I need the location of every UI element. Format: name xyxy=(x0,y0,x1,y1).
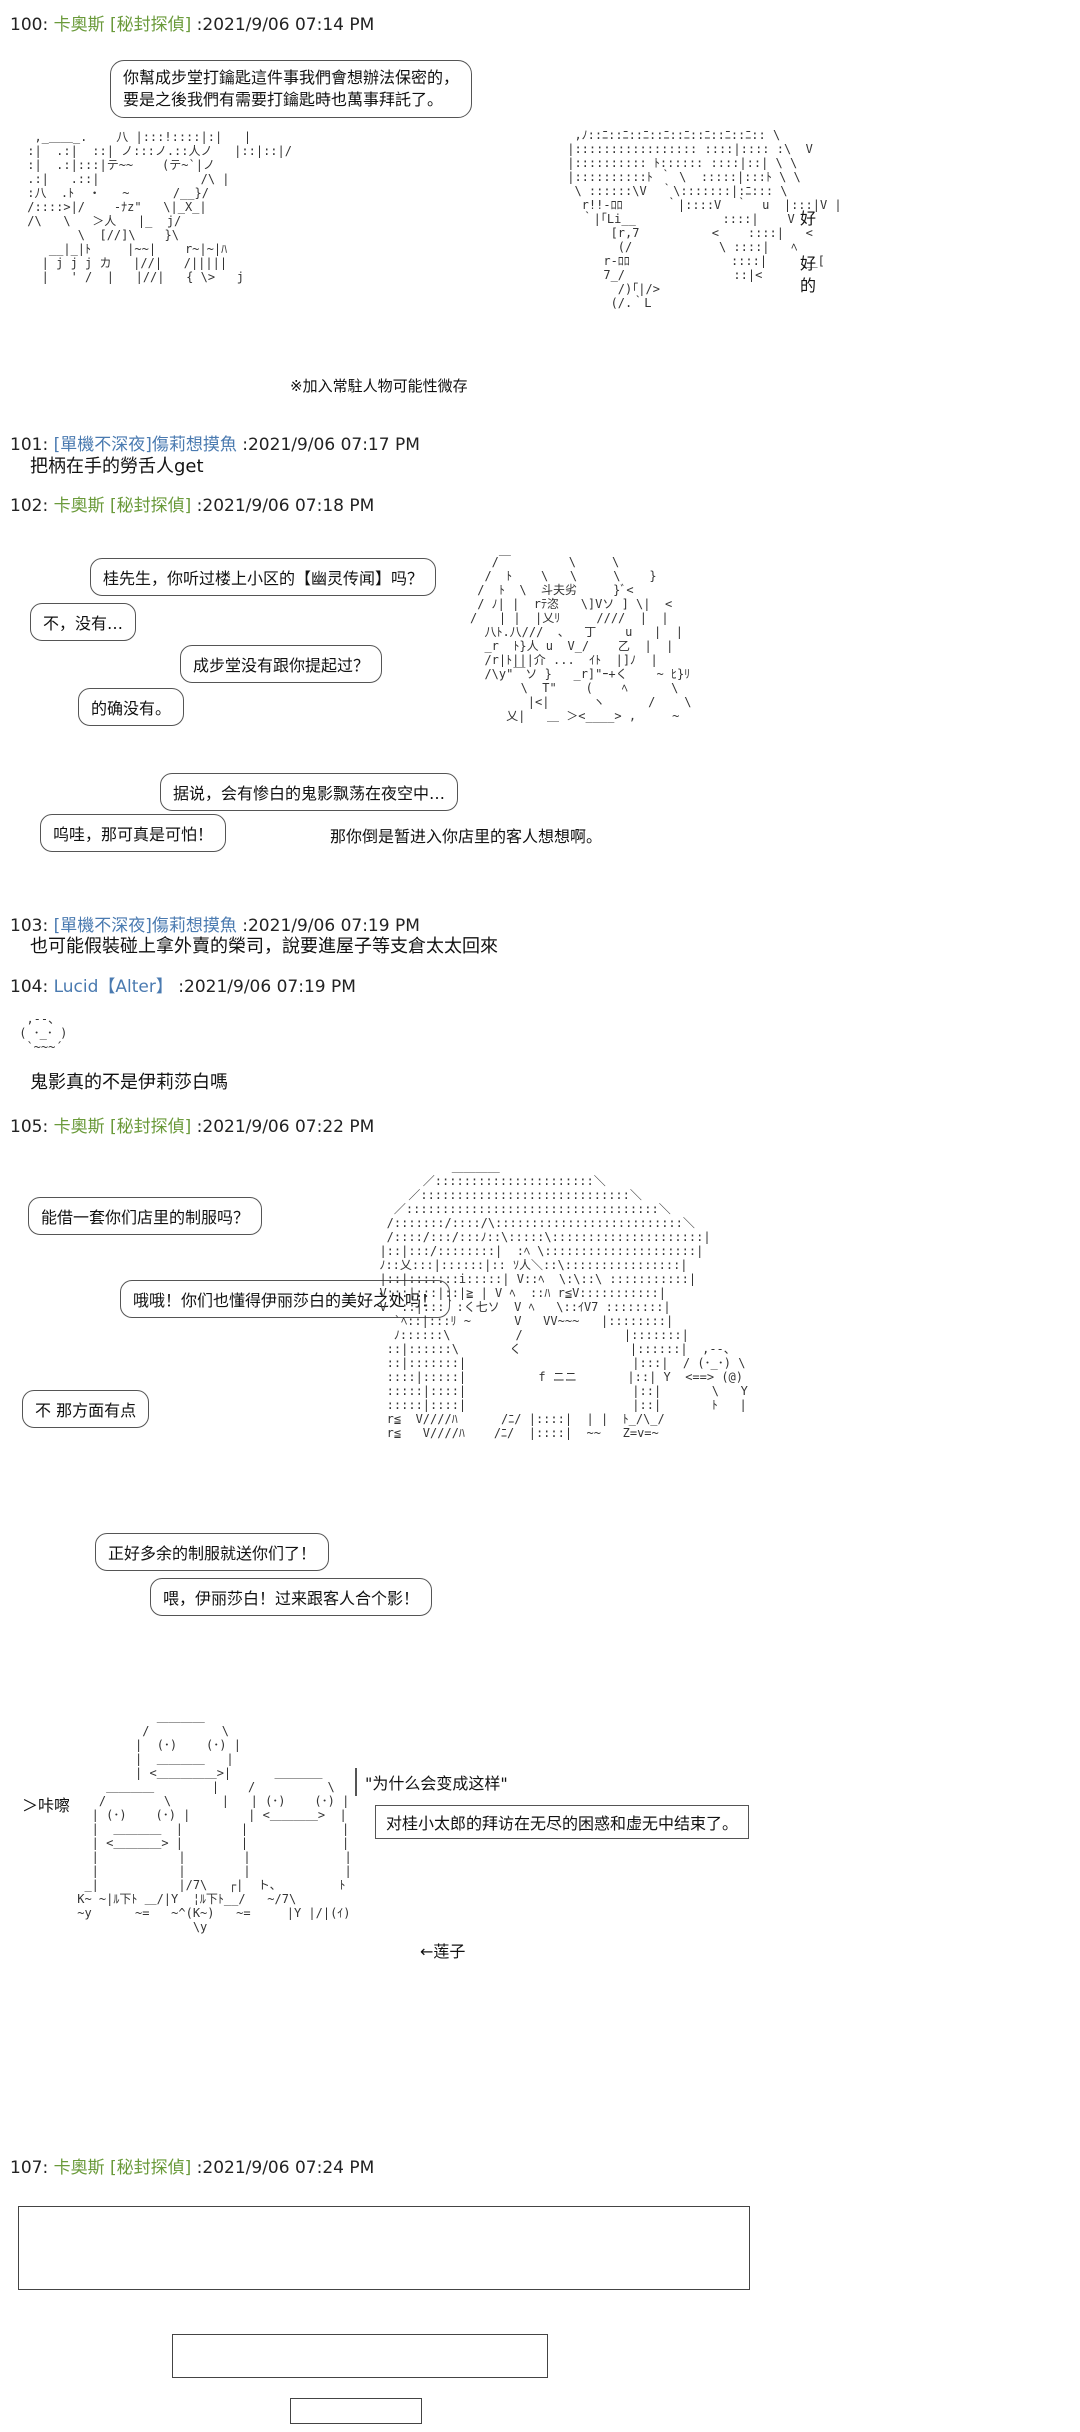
sound-effect: ＞咔嚓 xyxy=(22,1796,71,1815)
ascii-art-elizabeths: ＿＿＿＿ / \ | (･) (･) | | ＿＿＿＿ | | <＿＿＿＿＿>|… xyxy=(77,1710,352,1934)
post-datetime: :2021/9/06 07:14 PM xyxy=(196,15,375,35)
post-header-100: 100: 卡奧斯 [秘封探偵] :2021/9/06 07:14 PM xyxy=(10,10,374,35)
post-number: 107: xyxy=(10,2158,49,2178)
poster-name[interactable]: 卡奧斯 [秘封探偵] xyxy=(53,15,192,35)
panel-border xyxy=(18,2206,750,2290)
title-box: "为什么会变成这样" xyxy=(355,1768,516,1796)
post-number: 102: xyxy=(10,496,49,516)
post-number: 105: xyxy=(10,1117,49,1137)
poster-name[interactable]: 卡奧斯 [秘封探偵] xyxy=(53,496,192,516)
poster-name[interactable]: 卡奧斯 [秘封探偵] xyxy=(53,2158,192,2178)
speech-bubble: 能借一套你们店里的制服吗？ xyxy=(28,1197,263,1235)
post-datetime: :2021/9/06 07:22 PM xyxy=(196,1117,375,1137)
post-comment: 把柄在手的勞舌人get xyxy=(30,456,204,477)
speech-bubble: 桂先生，你听过楼上小区的【幽灵传闻】吗？ xyxy=(90,558,437,596)
bubble-line: 要是之後我們有需要打鑰匙時也萬事拜託了。 xyxy=(123,90,444,109)
empty-panel-large xyxy=(18,2206,750,2290)
post-number: 101: xyxy=(10,435,49,455)
note-text: ※加入常駐人物可能性微存 xyxy=(290,377,468,395)
poster-name[interactable]: [單機不深夜]傷莉想摸魚 xyxy=(53,435,237,455)
speech-bubble: 据说，会有惨白的鬼影飘荡在夜空中… xyxy=(160,773,459,811)
post-number: 104: xyxy=(10,977,49,997)
post-header-104: 104: Lucid【Alter】 :2021/9/06 07:19 PM xyxy=(10,972,356,997)
post-header-107: 107: 卡奧斯 [秘封探偵] :2021/9/06 07:24 PM xyxy=(10,2153,374,2178)
post-number: 100: xyxy=(10,15,49,35)
post-datetime: :2021/9/06 07:17 PM xyxy=(242,435,420,455)
side-text: 好 xyxy=(800,209,817,228)
bubble-line: 你幫成步堂打鑰匙這件事我們會想辦法保密的， xyxy=(123,68,460,87)
empty-panel-medium xyxy=(172,2334,548,2378)
ascii-art-character-left: ,_＿＿_. 八 |:::!::::|:| | :| .:| ::| ノ:::ノ… xyxy=(27,130,292,284)
caption-box: 对桂小太郎的拜访在无尽的困惑和虚无中结束了。 xyxy=(375,1805,750,1839)
post-comment: 也可能假裝碰上拿外賣的榮司，說要進屋子等支倉太太回來 xyxy=(30,936,498,957)
ascii-art-character-right: ,ﾉ::ﾆ::ﾆ::ﾆ::ﾆ::ﾆ::ﾆ::ﾆ::ﾆ:: \ |::::::::… xyxy=(567,128,842,310)
narration-text: 那你倒是暂进入你店里的客人想想啊。 xyxy=(330,827,603,846)
post-datetime: :2021/9/06 07:19 PM xyxy=(242,916,420,936)
side-text: 好 xyxy=(800,254,817,273)
ascii-art-elizabeth-and-katsura: ＿＿＿＿ ／::::::::::::::::::::::＼ ／:::::::::… xyxy=(379,1160,748,1440)
post-header-103: 103: [單機不深夜]傷莉想摸魚 :2021/9/06 07:19 PM xyxy=(10,911,420,936)
speech-bubble: 哦哦！你们也懂得伊丽莎白的美好之处吗！ xyxy=(120,1280,451,1318)
speech-bubble: 成步堂没有跟你提起过？ xyxy=(180,645,383,683)
speech-bubble: 不，没有… xyxy=(30,603,137,641)
arrow-label: ←莲子 xyxy=(420,1942,466,1961)
speech-bubble: 你幫成步堂打鑰匙這件事我們會想辦法保密的， 要是之後我們有需要打鑰匙時也萬事拜託… xyxy=(110,60,473,118)
post-header-105: 105: 卡奧斯 [秘封探偵] :2021/9/06 07:22 PM xyxy=(10,1112,374,1137)
speech-bubble: 不 那方面有点 xyxy=(22,1390,150,1428)
post-header-102: 102: 卡奧斯 [秘封探偵] :2021/9/06 07:18 PM xyxy=(10,491,374,516)
ascii-art-characters: /￣ \ \ / ﾄ \ \ \ } / ﾄ \ 斗夫劣 }ﾞ< / ﾉ| | … xyxy=(470,555,692,723)
post-datetime: :2021/9/06 07:19 PM xyxy=(178,977,356,997)
ascii-art-face: ,--、 ( ･_･ ) `~~~´ xyxy=(19,1012,68,1054)
poster-name[interactable]: 卡奧斯 [秘封探偵] xyxy=(53,1117,192,1137)
empty-panel-small xyxy=(290,2398,422,2424)
post-comment: 鬼影真的不是伊莉莎白嗎 xyxy=(30,1072,228,1093)
side-text: 的 xyxy=(800,276,817,295)
speech-bubble: 喂，伊丽莎白！过来跟客人合个影！ xyxy=(150,1578,433,1616)
post-number: 103: xyxy=(10,916,49,936)
poster-name[interactable]: Lucid【Alter】 xyxy=(53,977,173,997)
speech-bubble: 正好多余的制服就送你们了！ xyxy=(95,1533,330,1571)
post-header-101: 101: [單機不深夜]傷莉想摸魚 :2021/9/06 07:17 PM xyxy=(10,430,420,455)
speech-bubble: 的确没有。 xyxy=(78,688,185,726)
poster-name[interactable]: [單機不深夜]傷莉想摸魚 xyxy=(53,916,237,936)
post-datetime: :2021/9/06 07:24 PM xyxy=(196,2158,375,2178)
speech-bubble: 呜哇，那可真是可怕！ xyxy=(40,814,227,852)
post-datetime: :2021/9/06 07:18 PM xyxy=(196,496,375,516)
